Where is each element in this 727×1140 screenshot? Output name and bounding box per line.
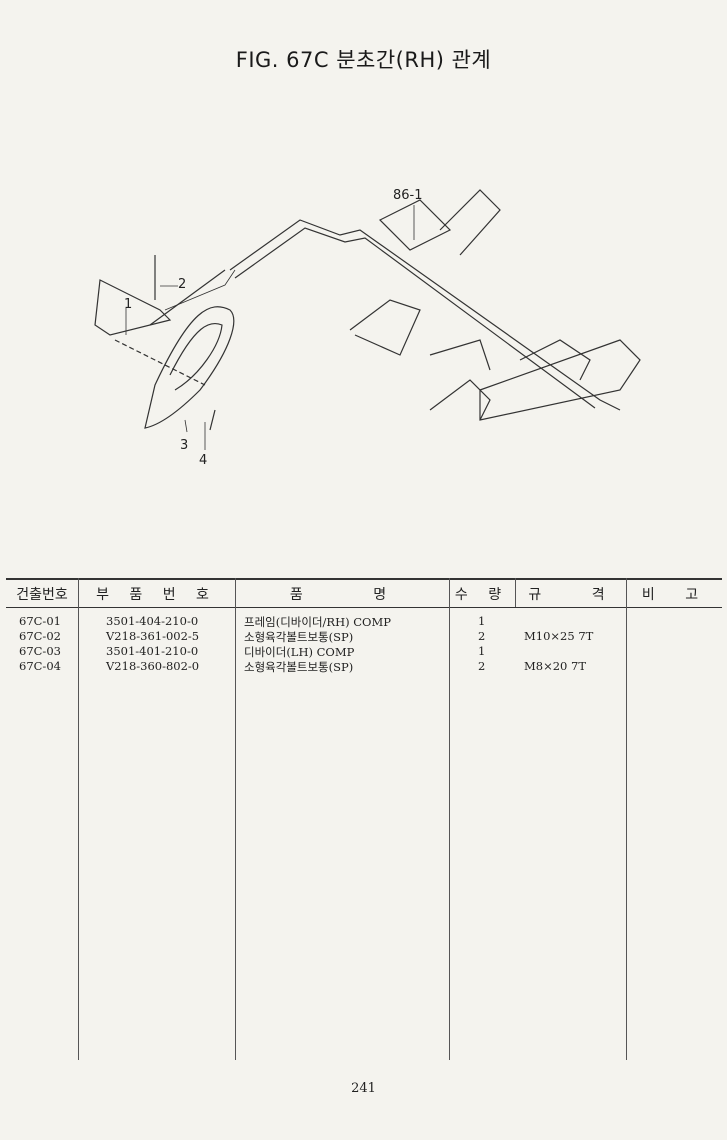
cell-part-number: 3501-404-210-0 [106, 614, 199, 628]
column-divider [515, 578, 516, 607]
cell-qty: 2 [478, 629, 486, 643]
divider-part [144, 306, 235, 429]
header-remarks: 비 고 [641, 587, 707, 603]
header-part-number: 부 품 번 호 [96, 587, 217, 603]
figure-number: FIG. 67C [235, 48, 330, 72]
cell-spec: M8×20 7T [524, 659, 587, 673]
table-row: 67C-02 V218-361-002-5 소형육각볼트보통(SP) 2 M10… [0, 629, 727, 644]
cell-part-name: 프레임(디바이더/RH) COMP [244, 615, 391, 629]
cell-ref: 67C-01 [19, 614, 61, 628]
exploded-parts-diagram [94, 189, 641, 450]
bracket-part [94, 255, 226, 431]
column-divider [235, 578, 236, 1060]
column-divider [449, 578, 450, 1060]
cell-qty: 2 [478, 659, 486, 673]
page-number: 241 [351, 1081, 376, 1096]
cell-part-name: 소형육각볼트보통(SP) [244, 660, 354, 674]
cell-part-number: V218-360-802-0 [106, 659, 200, 673]
cell-spec: M10×25 7T [524, 629, 594, 643]
cell-part-number: V218-361-002-5 [106, 629, 200, 643]
leader-lines [125, 205, 415, 450]
figure-title: FIG. 67C 분초간(RH) 관계 [0, 44, 727, 74]
cell-ref: 67C-04 [19, 659, 61, 673]
table-top-border [6, 578, 722, 580]
table-header-border [6, 607, 722, 608]
cell-part-name: 디바이더(LH) COMP [244, 645, 355, 659]
callout-2: 2 [178, 277, 187, 292]
callout-3: 3 [180, 438, 189, 453]
header-part-name: 품 명 [289, 587, 395, 603]
callout-86-1: 86-1 [393, 188, 423, 203]
figure-name: 분초간(RH) 관계 [336, 48, 492, 72]
cell-qty: 1 [478, 614, 486, 628]
column-divider [626, 578, 627, 1060]
callout-4: 4 [199, 453, 208, 468]
cell-part-number: 3501-401-210-0 [106, 644, 199, 658]
table-row: 67C-03 3501-401-210-0 디바이더(LH) COMP 1 [0, 644, 727, 659]
cell-ref: 67C-02 [19, 629, 61, 643]
column-divider [78, 578, 79, 1060]
table-row: 67C-04 V218-360-802-0 소형육각볼트보통(SP) 2 M8×… [0, 659, 727, 674]
cell-part-name: 소형육각볼트보통(SP) [244, 630, 354, 644]
cell-ref: 67C-03 [19, 644, 61, 658]
header-ref: 건출번호 [16, 587, 68, 603]
table-row: 67C-01 3501-404-210-0 프레임(디바이더/RH) COMP … [0, 614, 727, 629]
header-qty: 수 량 [454, 587, 510, 603]
header-spec: 규 격 [528, 587, 613, 603]
callout-1: 1 [124, 297, 133, 312]
cell-qty: 1 [478, 644, 486, 658]
frame-assembly [229, 189, 641, 421]
